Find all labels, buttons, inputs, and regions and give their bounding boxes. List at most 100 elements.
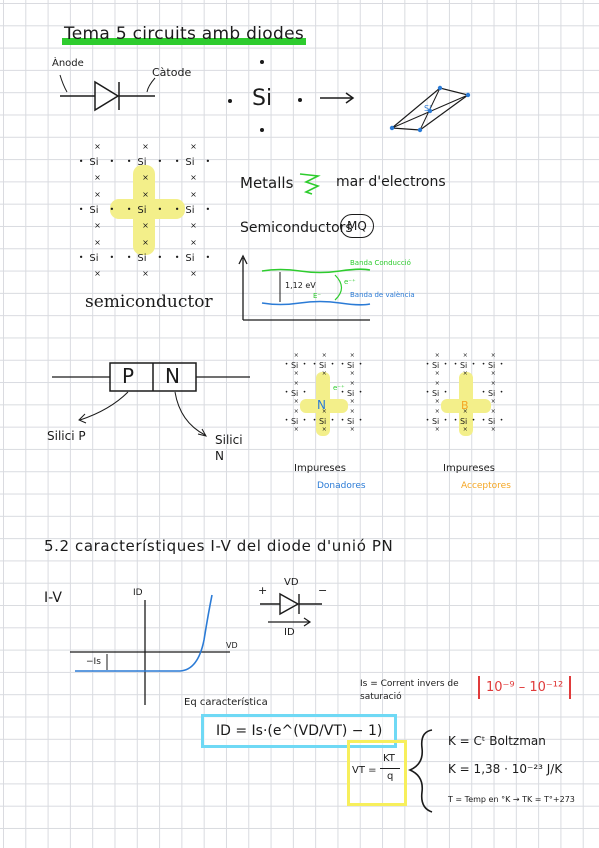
bond-electron: • bbox=[205, 205, 211, 215]
bond-electron: • bbox=[330, 416, 335, 424]
iv-label: I-V bbox=[44, 590, 62, 606]
bond-electron: × bbox=[490, 408, 496, 415]
vt-box bbox=[347, 740, 407, 806]
electron-label: e⁻⁺ bbox=[344, 278, 356, 286]
bond-electron: • bbox=[174, 157, 180, 167]
page-title: Tema 5 circuits amb diodes bbox=[64, 24, 305, 44]
bond-electron: • bbox=[126, 157, 132, 167]
bond-electron: • bbox=[340, 388, 345, 396]
bond-electron: • bbox=[425, 388, 430, 396]
bond-electron: × bbox=[321, 369, 327, 377]
lattice-atom: Si bbox=[318, 360, 327, 370]
lattice-atom: Si bbox=[89, 157, 99, 169]
bond-electron: • bbox=[481, 416, 486, 424]
lattice-atom: Si bbox=[137, 205, 147, 217]
bond-electron: × bbox=[190, 172, 197, 182]
bond-electron: × bbox=[142, 190, 149, 199]
donor-extra-electron: e⁻⁺ bbox=[333, 384, 345, 392]
p-note: Silici P bbox=[47, 429, 86, 443]
lattice-atom: Si bbox=[185, 205, 195, 217]
bond-electron: × bbox=[434, 352, 440, 359]
silicon-symbol: Si bbox=[252, 86, 273, 111]
bond-electron: × bbox=[190, 238, 197, 247]
bond-electron: × bbox=[349, 380, 355, 387]
bond-electron: × bbox=[94, 142, 101, 151]
bond-electron: • bbox=[340, 416, 345, 424]
donor-lattice-grid: Si××••Si××••Si××••Si××••Si××••Si××••Si××… bbox=[282, 352, 366, 442]
donor-title: Impureses bbox=[294, 463, 346, 474]
bond-electron: • bbox=[205, 157, 211, 167]
bond-electron: × bbox=[462, 352, 468, 359]
lattice-atom: Si bbox=[487, 416, 496, 426]
bond-electron: • bbox=[443, 388, 448, 396]
bond-electron: × bbox=[490, 352, 496, 359]
bond-electron: • bbox=[340, 360, 345, 368]
bond-electron: • bbox=[499, 416, 504, 424]
bond-electron: × bbox=[94, 268, 101, 278]
bond-electron: • bbox=[109, 157, 115, 167]
bias-current: ID bbox=[284, 627, 295, 638]
bond-electron: × bbox=[462, 408, 468, 415]
bond-electron: × bbox=[142, 238, 149, 247]
bond-electron: × bbox=[190, 220, 197, 230]
bond-electron: × bbox=[293, 397, 299, 405]
lattice-atom: Si bbox=[459, 360, 468, 370]
bond-electron: × bbox=[94, 190, 101, 199]
bond-electron: • bbox=[358, 388, 363, 396]
bond-electron: • bbox=[126, 205, 132, 215]
bond-electron: • bbox=[174, 253, 180, 263]
band-gap-label: 1,12 eV bbox=[285, 281, 316, 290]
bond-electron: × bbox=[293, 380, 299, 387]
bond-electron: • bbox=[78, 157, 84, 167]
crystal-atom-label: Si bbox=[424, 104, 432, 113]
lattice-atom: Si bbox=[431, 416, 440, 426]
anode-label: Ànode bbox=[52, 58, 84, 69]
acceptor-subtitle: Acceptores bbox=[461, 481, 511, 491]
vt-fraction-bar bbox=[380, 768, 400, 769]
lattice-caption: semiconductor bbox=[85, 292, 213, 312]
acceptor-title: Impureses bbox=[443, 463, 495, 474]
lattice-atom: Si bbox=[185, 157, 195, 169]
bond-electron: • bbox=[443, 416, 448, 424]
bond-electron: × bbox=[142, 142, 149, 151]
bond-electron: × bbox=[321, 408, 327, 415]
saturation-text: Is = Corrent invers de saturació bbox=[360, 679, 459, 702]
bond-electron: • bbox=[284, 416, 289, 424]
temperature-note: T = Temp en °K → TK = T°+273 bbox=[448, 795, 575, 804]
bond-electron: × bbox=[190, 268, 197, 278]
bond-electron: • bbox=[471, 360, 476, 368]
vt-label: VT = bbox=[352, 765, 377, 776]
metals-description: mar d'electrons bbox=[336, 174, 446, 190]
donor-center-atom: N bbox=[317, 398, 326, 412]
bond-electron: • bbox=[126, 253, 132, 263]
mq-tag: MQ bbox=[340, 214, 374, 238]
bond-electron: • bbox=[443, 360, 448, 368]
saturation-range: 10⁻⁹ – 10⁻¹² bbox=[478, 676, 572, 699]
bond-electron: • bbox=[425, 360, 430, 368]
bond-electron: × bbox=[293, 352, 299, 359]
lattice-atom: Si bbox=[487, 388, 496, 398]
band-valence-label: Banda de valència bbox=[350, 291, 415, 299]
lattice-atom: Si bbox=[346, 416, 355, 426]
iv-x-axis-label: VD bbox=[226, 641, 238, 650]
bond-electron: • bbox=[174, 205, 180, 215]
lattice-atom: Si bbox=[290, 360, 299, 370]
bond-electron: • bbox=[78, 253, 84, 263]
equation-caption: Eq característica bbox=[184, 697, 268, 708]
bond-electron: • bbox=[499, 360, 504, 368]
lattice-atom: Si bbox=[346, 360, 355, 370]
p-region-label: P bbox=[122, 364, 135, 388]
bond-electron: × bbox=[142, 268, 149, 278]
bond-electron: × bbox=[190, 142, 197, 151]
bond-electron: • bbox=[109, 253, 115, 263]
bond-electron: × bbox=[349, 352, 355, 359]
bond-electron: • bbox=[453, 360, 458, 368]
bond-electron: × bbox=[349, 408, 355, 415]
lattice-atom: Si bbox=[89, 253, 99, 265]
lattice-atom: Si bbox=[431, 388, 440, 398]
